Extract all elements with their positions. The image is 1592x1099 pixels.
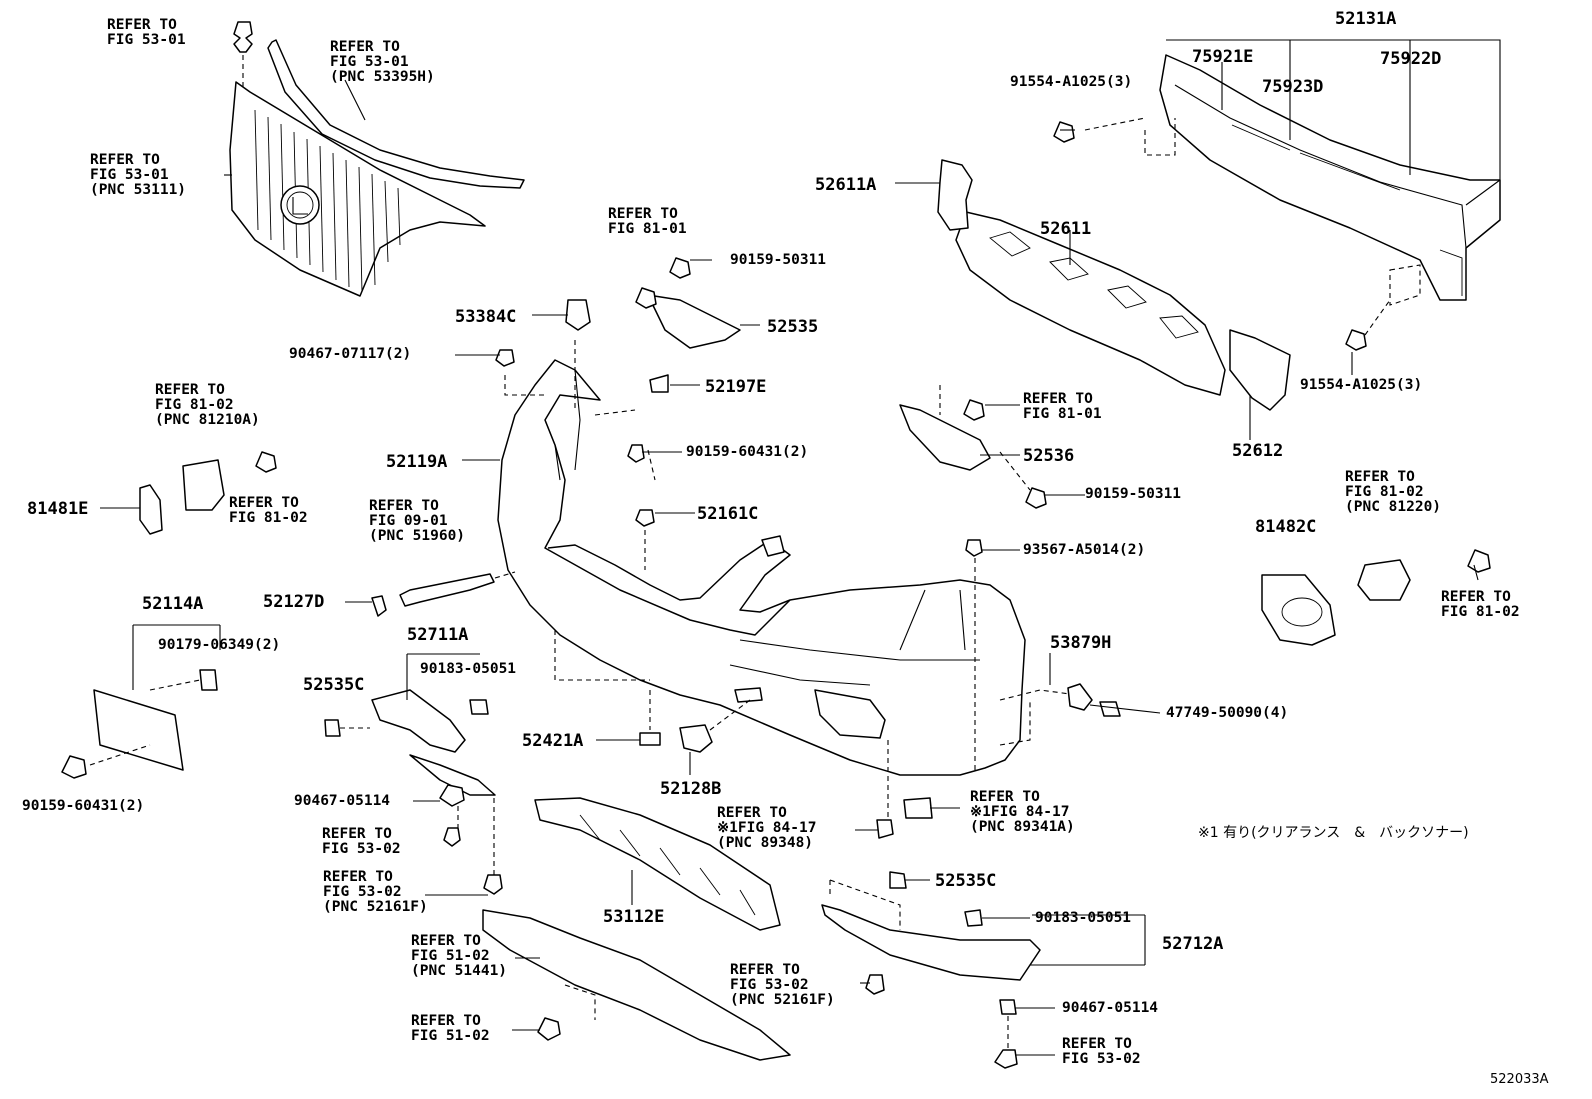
lower-molding-right bbox=[821, 904, 1041, 981]
footnote: ※1 有り(クリアランス & バックソナー) bbox=[1198, 825, 1469, 841]
part-number-label: 52421A bbox=[522, 731, 584, 751]
refer-to-label: REFER TO ※1FIG 84-17 (PNC 89348) bbox=[717, 805, 817, 851]
part-number-label: 52711A bbox=[407, 625, 469, 645]
refer-to-label: REFER TO FIG 53-02 (PNC 52161F) bbox=[730, 962, 835, 1008]
refer-to-label: REFER TO FIG 51-02 (PNC 51441) bbox=[411, 933, 508, 979]
bracket-52536 bbox=[899, 404, 991, 471]
refer-to-label: REFER TO FIG 53-01 (PNC 53111) bbox=[90, 152, 187, 198]
part-number-label: 52535 bbox=[767, 317, 819, 337]
part-number-label: 52611 bbox=[1040, 219, 1092, 239]
part-number-label: 47749-50090(4) bbox=[1166, 705, 1289, 721]
part-number-label: 52712A bbox=[1162, 934, 1224, 954]
part-number-label: 90159-50311 bbox=[1085, 486, 1182, 502]
part-number-label: 75922D bbox=[1380, 49, 1442, 69]
part-number-label: 52611A bbox=[815, 175, 877, 195]
part-number-label: 52197E bbox=[705, 377, 767, 397]
part-number-label: 93567-A5014(2) bbox=[1023, 542, 1146, 558]
part-number-label: 52114A bbox=[142, 594, 204, 614]
part-number-label: 90183-05051 bbox=[1035, 910, 1132, 926]
energy-absorber bbox=[955, 211, 1226, 396]
part-number-label: 52535C bbox=[303, 675, 365, 695]
part-number-label: 90467-05114 bbox=[294, 793, 391, 809]
part-number-label: 90183-05051 bbox=[420, 661, 517, 677]
refer-to-label: REFER TO FIG 81-02 bbox=[1441, 589, 1520, 620]
grille-assembly bbox=[229, 81, 486, 297]
refer-to-label: REFER TO FIG 81-01 bbox=[608, 206, 687, 237]
bracket-52535 bbox=[647, 294, 741, 349]
part-number-label: 52131A bbox=[1335, 9, 1397, 29]
lower-spoiler bbox=[534, 797, 781, 931]
bumper-cover bbox=[497, 359, 1026, 776]
part-number-label: 52128B bbox=[660, 779, 722, 799]
part-number-label: 75921E bbox=[1192, 47, 1254, 67]
part-number-label: 53112E bbox=[603, 907, 665, 927]
part-number-label: 53384C bbox=[455, 307, 517, 327]
diagram-id: 522033A bbox=[1490, 1072, 1549, 1087]
refer-to-label: REFER TO FIG 53-02 (PNC 52161F) bbox=[323, 869, 428, 915]
part-number-label: 52127D bbox=[263, 592, 325, 612]
part-number-label: 52612 bbox=[1232, 441, 1284, 461]
refer-to-label: REFER TO FIG 81-02 (PNC 81220) bbox=[1345, 469, 1442, 515]
part-number-label: 90159-50311 bbox=[730, 252, 827, 268]
part-number-label: 52535C bbox=[935, 871, 997, 891]
refer-to-label: REFER TO FIG 53-02 bbox=[322, 826, 401, 857]
part-number-label: 52536 bbox=[1023, 446, 1075, 466]
refer-to-label: REFER TO FIG 81-02 (PNC 81210A) bbox=[155, 382, 260, 428]
grille-molding bbox=[267, 39, 525, 189]
refer-to-label: REFER TO FIG 53-01 (PNC 53395H) bbox=[330, 39, 435, 85]
refer-to-label: REFER TO FIG 81-02 bbox=[229, 495, 308, 526]
part-number-label: 81481E bbox=[27, 499, 89, 519]
refer-to-label: REFER TO FIG 53-01 bbox=[107, 17, 186, 48]
refer-to-label: REFER TO FIG 81-01 bbox=[1023, 391, 1102, 422]
part-number-label: 90159-60431(2) bbox=[686, 444, 809, 460]
under-cover bbox=[482, 909, 791, 1061]
refer-to-label: REFER TO ※1FIG 84-17 (PNC 89341A) bbox=[970, 789, 1075, 835]
part-number-label: 52161C bbox=[697, 504, 759, 524]
refer-to-label: REFER TO FIG 09-01 (PNC 51960) bbox=[369, 498, 466, 544]
part-number-label: 90467-05114 bbox=[1062, 1000, 1159, 1016]
part-number-label: 52119A bbox=[386, 452, 448, 472]
part-number-label: 91554-A1025(3) bbox=[1010, 74, 1133, 90]
part-number-label: 90179-06349(2) bbox=[158, 637, 281, 653]
part-number-label: 90159-60431(2) bbox=[22, 798, 145, 814]
part-number-label: 53879H bbox=[1050, 633, 1112, 653]
part-number-label: 90467-07117(2) bbox=[289, 346, 412, 362]
fog-lamp-cover bbox=[1261, 574, 1336, 646]
bumper-reinforcement bbox=[1159, 54, 1501, 301]
refer-to-label: REFER TO FIG 53-02 bbox=[1062, 1036, 1141, 1067]
refer-to-label: REFER TO FIG 51-02 bbox=[411, 1013, 490, 1044]
part-number-label: 81482C bbox=[1255, 517, 1317, 537]
license-plate-bracket bbox=[93, 689, 184, 771]
part-number-label: 75923D bbox=[1262, 77, 1324, 97]
part-number-label: 91554-A1025(3) bbox=[1300, 377, 1423, 393]
